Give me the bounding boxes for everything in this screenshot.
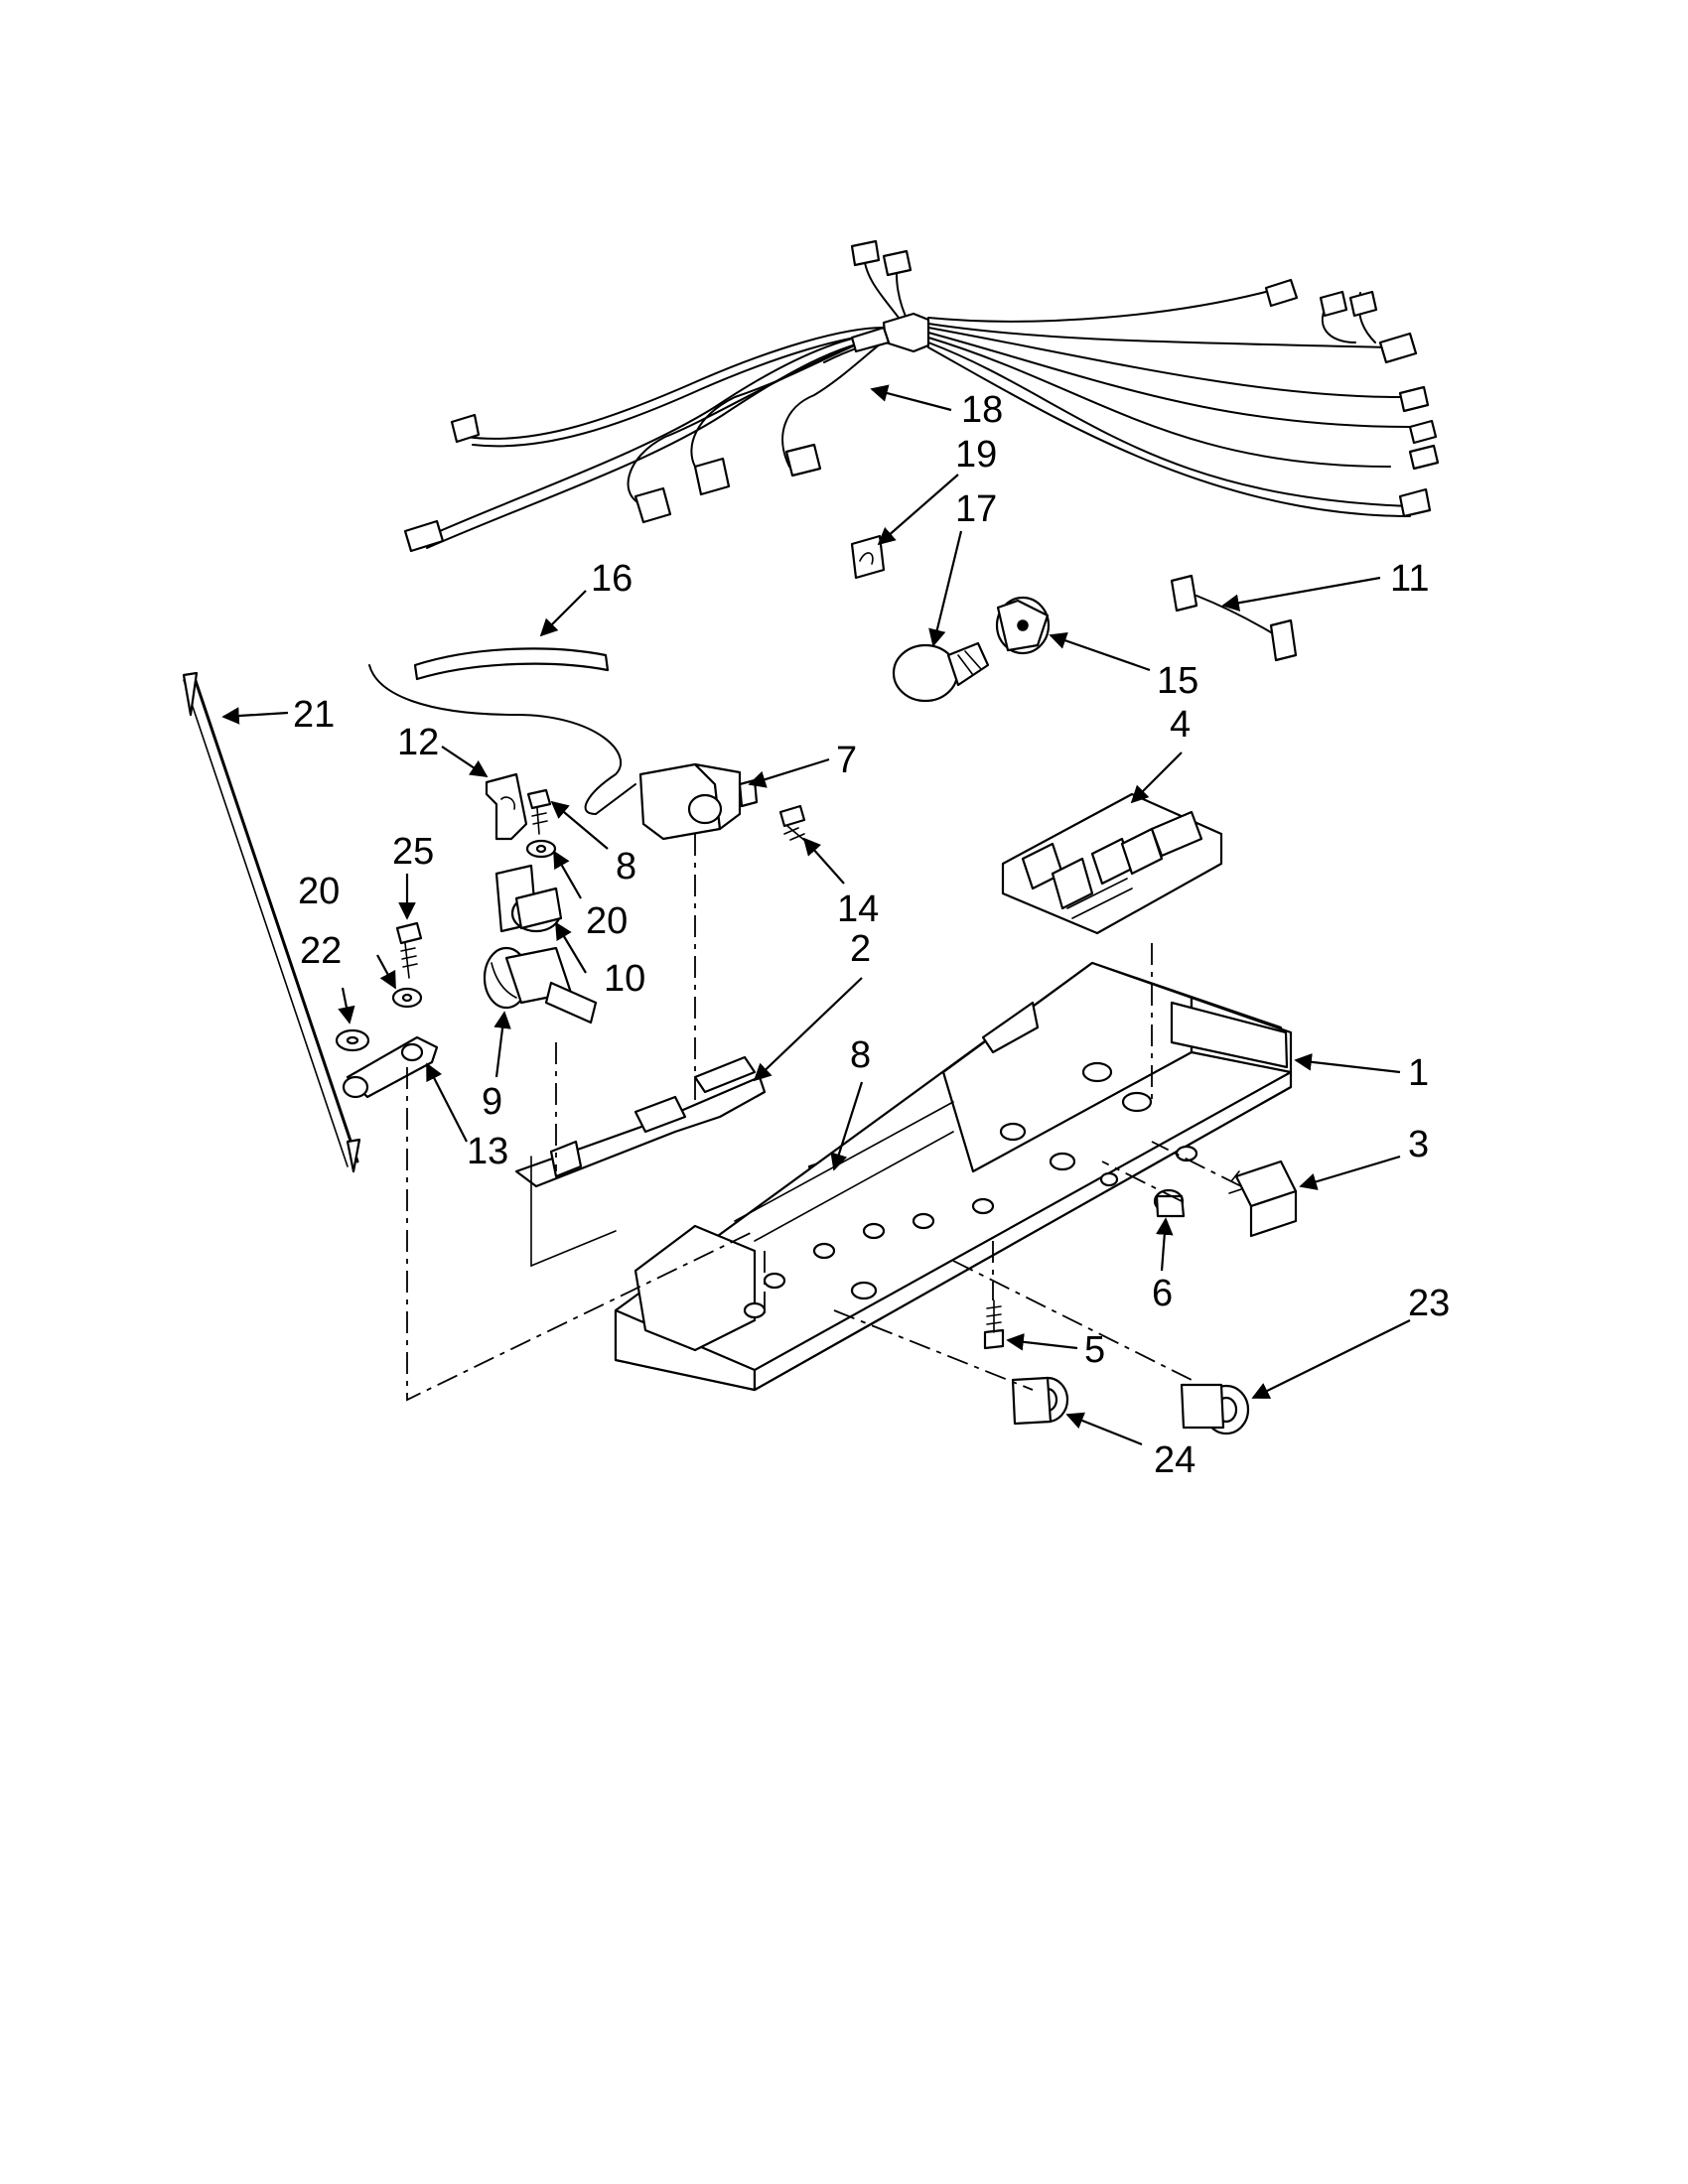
callout-4: 4 bbox=[1170, 704, 1191, 746]
callout-2: 2 bbox=[850, 928, 871, 970]
damper-control bbox=[638, 762, 759, 841]
callout-22: 22 bbox=[300, 930, 342, 972]
callout-25: 25 bbox=[392, 831, 434, 873]
grommet-23 bbox=[1180, 1383, 1250, 1435]
callout-8b: 8 bbox=[850, 1034, 871, 1076]
screw-8a bbox=[526, 788, 552, 835]
callout-8a: 8 bbox=[616, 846, 636, 887]
control-bracket bbox=[494, 864, 563, 933]
washer-20a bbox=[391, 987, 423, 1009]
assembly-lines bbox=[406, 834, 1242, 1402]
callout-19: 19 bbox=[955, 434, 997, 476]
callout-12: 12 bbox=[397, 722, 439, 763]
light-bulb bbox=[892, 641, 990, 703]
screw-14 bbox=[778, 804, 807, 843]
washer-22 bbox=[335, 1028, 370, 1052]
callout-10: 10 bbox=[604, 958, 645, 1000]
washer-20b bbox=[525, 839, 557, 859]
callout-11: 11 bbox=[1390, 558, 1429, 600]
callout-20b: 20 bbox=[586, 900, 628, 942]
door-switch bbox=[1228, 1160, 1298, 1238]
wire-clip bbox=[850, 534, 886, 580]
leader-lines bbox=[221, 384, 1411, 1446]
jumper-harness bbox=[1170, 574, 1298, 662]
callout-3: 3 bbox=[1408, 1124, 1429, 1165]
callout-9: 9 bbox=[482, 1081, 502, 1123]
plug-button bbox=[1153, 1188, 1186, 1218]
callout-17: 17 bbox=[955, 488, 997, 530]
light-socket bbox=[995, 596, 1051, 655]
callout-23: 23 bbox=[1408, 1283, 1450, 1324]
callout-numbers: 1 2 3 4 5 6 7 8 8 9 10 11 12 13 14 15 16… bbox=[293, 389, 1450, 1481]
callout-14: 14 bbox=[837, 888, 879, 930]
rod bbox=[182, 671, 361, 1173]
wire-harness bbox=[403, 239, 1440, 553]
grommet-24 bbox=[1011, 1376, 1069, 1426]
screw-25 bbox=[395, 921, 423, 979]
callout-21: 21 bbox=[293, 694, 335, 736]
callout-16: 16 bbox=[591, 558, 633, 600]
callout-13: 13 bbox=[467, 1131, 508, 1172]
control-mount-bracket bbox=[514, 1055, 767, 1268]
control-knob bbox=[483, 946, 598, 1024]
clip-bracket bbox=[485, 772, 528, 841]
callout-18: 18 bbox=[961, 389, 1003, 431]
tube bbox=[368, 647, 636, 816]
callout-6: 6 bbox=[1152, 1273, 1173, 1314]
lever-arm bbox=[342, 1035, 439, 1099]
callout-15: 15 bbox=[1157, 660, 1198, 702]
callout-24: 24 bbox=[1154, 1439, 1196, 1481]
control-housing bbox=[614, 961, 1293, 1392]
callout-1: 1 bbox=[1408, 1052, 1429, 1094]
control-board bbox=[1001, 792, 1223, 935]
callout-5: 5 bbox=[1084, 1329, 1105, 1371]
callout-7: 7 bbox=[836, 740, 857, 781]
callout-20a: 20 bbox=[298, 871, 340, 912]
screw-5 bbox=[983, 1299, 1005, 1350]
